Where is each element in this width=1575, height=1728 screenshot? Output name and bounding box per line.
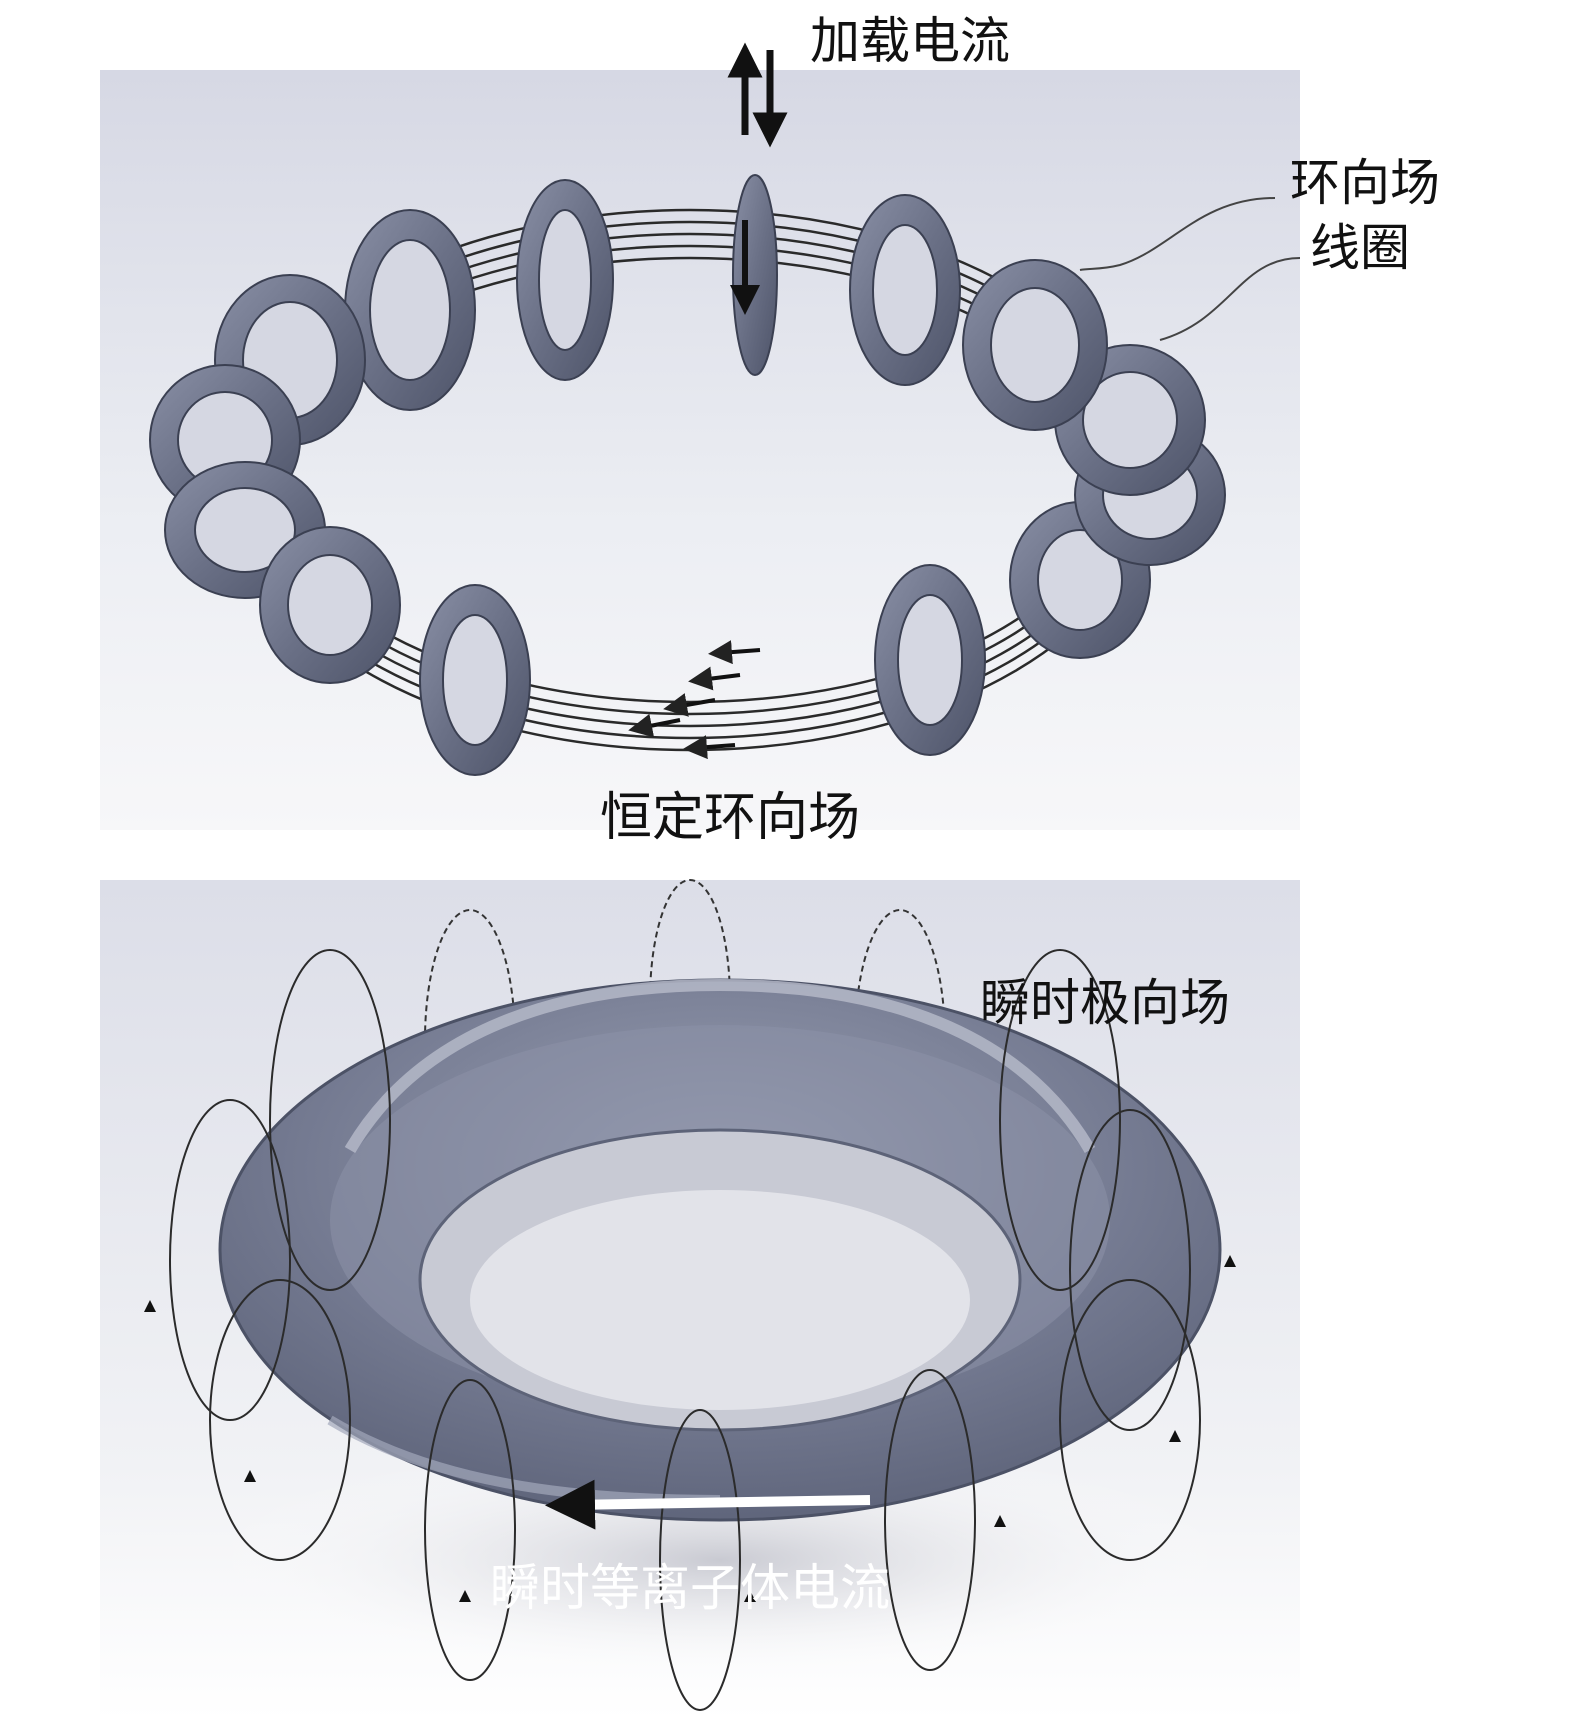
- left-arrow-icon: [628, 640, 761, 760]
- coil-label-line2: 线圈: [1310, 219, 1410, 277]
- coil: [344, 209, 476, 411]
- coil: [259, 526, 401, 684]
- field-label: 恒定环向场: [600, 788, 860, 848]
- coil-label-line1: 环向场: [1290, 154, 1440, 212]
- floor-shadow: [200, 1440, 1240, 1680]
- poloidal-label: 瞬时极向场: [980, 974, 1230, 1032]
- coil: [962, 259, 1108, 431]
- coil: [419, 584, 531, 776]
- current-label: 加载电流: [810, 12, 1010, 70]
- toroidal-field-coils: [149, 174, 1226, 776]
- coil: [874, 564, 986, 756]
- coil: [849, 194, 961, 386]
- up-down-arrows-icon: [727, 42, 788, 148]
- coil: [732, 174, 778, 376]
- poloidal-arrow-icons: [144, 1255, 1236, 1602]
- bottom-panel: 瞬时极向场 瞬时等离子体电流: [100, 879, 1300, 1720]
- plasma-current-arrow-icon: [545, 1479, 871, 1530]
- plasma-current-label: 瞬时等离子体电流: [490, 1559, 890, 1617]
- coil: [516, 179, 614, 381]
- coil-label-leaders: [1079, 197, 1301, 341]
- top-panel: 加载电流 环向场 线圈 恒定环向场: [100, 12, 1440, 848]
- poloidal-field-lines: [169, 949, 1201, 1711]
